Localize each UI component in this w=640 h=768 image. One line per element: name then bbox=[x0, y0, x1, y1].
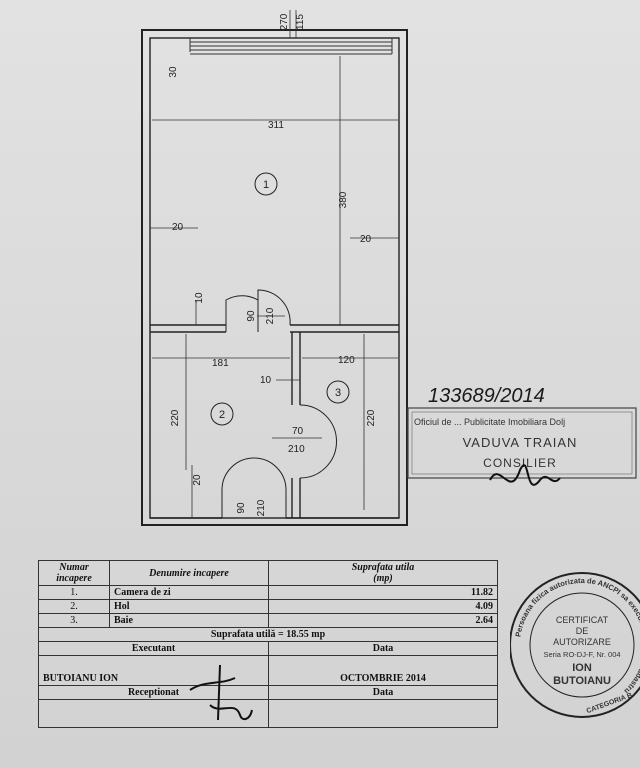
room2-marker bbox=[210, 402, 234, 426]
dim-room2-width: 181 bbox=[212, 358, 229, 369]
rectangular-stamp: Oficiul de ... Publicitate Imobiliara Do… bbox=[407, 407, 637, 479]
stamp-rect-line2: VADUVA TRAIAN bbox=[463, 435, 578, 450]
dim-door2-h: 210 bbox=[288, 444, 305, 455]
dim-top-a: 270 bbox=[279, 13, 290, 30]
dim-room1-height: 380 bbox=[338, 191, 349, 208]
dim-wall-bottom: 20 bbox=[192, 474, 203, 486]
stamp-round-line2: DE bbox=[576, 626, 589, 636]
stamp-rect-line1: Oficiul de ... Publicitate Imobiliara Do… bbox=[414, 417, 565, 427]
header-area: Suprafata utila (mp) bbox=[268, 560, 498, 586]
header-area-title: Suprafata utila bbox=[351, 562, 415, 573]
row-name: Hol bbox=[109, 599, 269, 614]
stamp-rect-line3: CONSILIER bbox=[483, 456, 557, 470]
header-area-unit: (mp) bbox=[373, 573, 393, 584]
outer-wall-outer bbox=[141, 29, 408, 526]
dim-top-left: 30 bbox=[168, 66, 179, 78]
balcony-lines bbox=[189, 38, 393, 55]
registration-number: 133689/2014 bbox=[428, 385, 545, 407]
stamp-round-line1: CERTIFICAT bbox=[556, 615, 609, 625]
header-room-number: Numar incapere bbox=[38, 560, 110, 586]
header-room-name: Denumire incapere bbox=[109, 560, 269, 586]
table-row: 2. Hol 4.09 bbox=[38, 599, 498, 614]
area-table: Numar incapere Denumire incapere Suprafa… bbox=[38, 560, 498, 728]
dim-room3-height: 220 bbox=[366, 409, 377, 426]
row-name: Baie bbox=[109, 613, 269, 628]
dim-room2-height: 220 bbox=[170, 409, 181, 426]
dim-top-b: 115 bbox=[295, 14, 306, 30]
dim-door1-w: 90 bbox=[246, 310, 257, 322]
row-number: 3. bbox=[38, 613, 110, 628]
dim-wall-right: 20 bbox=[360, 234, 372, 245]
data-label-2: Data bbox=[268, 685, 498, 700]
room3-marker bbox=[326, 380, 350, 404]
dim-wall-mid: 10 bbox=[260, 375, 272, 386]
stamp-round-line3: AUTORIZARE bbox=[553, 637, 611, 647]
dim-room1-width: 311 bbox=[268, 120, 284, 131]
room1-number: 1 bbox=[263, 179, 269, 191]
data-label: Data bbox=[268, 641, 498, 656]
row-area: 11.82 bbox=[268, 585, 498, 600]
stamp-round-line5: ION bbox=[572, 662, 592, 674]
dim-wall-left: 20 bbox=[172, 222, 184, 233]
executant-label: Executant bbox=[38, 641, 269, 656]
row-area: 2.64 bbox=[268, 613, 498, 628]
row-name: Camera de zi bbox=[109, 585, 269, 600]
stamp-round-line6: BUTOIANU bbox=[553, 675, 611, 687]
room2-number: 2 bbox=[219, 409, 225, 421]
row-number: 2. bbox=[38, 599, 110, 614]
row-area: 4.09 bbox=[268, 599, 498, 614]
door3-swing bbox=[221, 457, 287, 518]
table-row: 3. Baie 2.64 bbox=[38, 613, 498, 628]
door2-swing bbox=[299, 404, 337, 479]
partition-walls bbox=[150, 324, 399, 518]
stamp-round-line4: Seria RO-DJ-F, Nr. 004 bbox=[543, 650, 620, 659]
executant-date: OCTOMBRIE 2014 bbox=[268, 655, 498, 686]
room3-number: 3 bbox=[335, 387, 341, 399]
signature-executant bbox=[189, 664, 253, 721]
dim-door2-w: 70 bbox=[292, 426, 304, 437]
signature-consilier bbox=[489, 464, 561, 486]
dim-room3-width: 120 bbox=[338, 355, 355, 366]
total-area: Suprafata utilă = 18.55 mp bbox=[38, 627, 498, 642]
room1-marker bbox=[254, 172, 278, 196]
table-row: 1. Camera de zi 11.82 bbox=[38, 585, 498, 600]
dim-door1-h: 210 bbox=[265, 307, 276, 324]
dim-door3-h: 210 bbox=[256, 499, 267, 516]
round-stamp: Persoana fizica autorizata de ANCPI sa e… bbox=[510, 572, 640, 718]
dim-wall-mid-left: 10 bbox=[194, 292, 205, 304]
outer-wall-inner bbox=[149, 37, 400, 519]
dim-door3-w: 90 bbox=[236, 502, 247, 514]
floor-plan: 270 115 30 311 380 20 20 1 90 210 10 181… bbox=[141, 10, 637, 526]
row-number: 1. bbox=[38, 585, 110, 600]
